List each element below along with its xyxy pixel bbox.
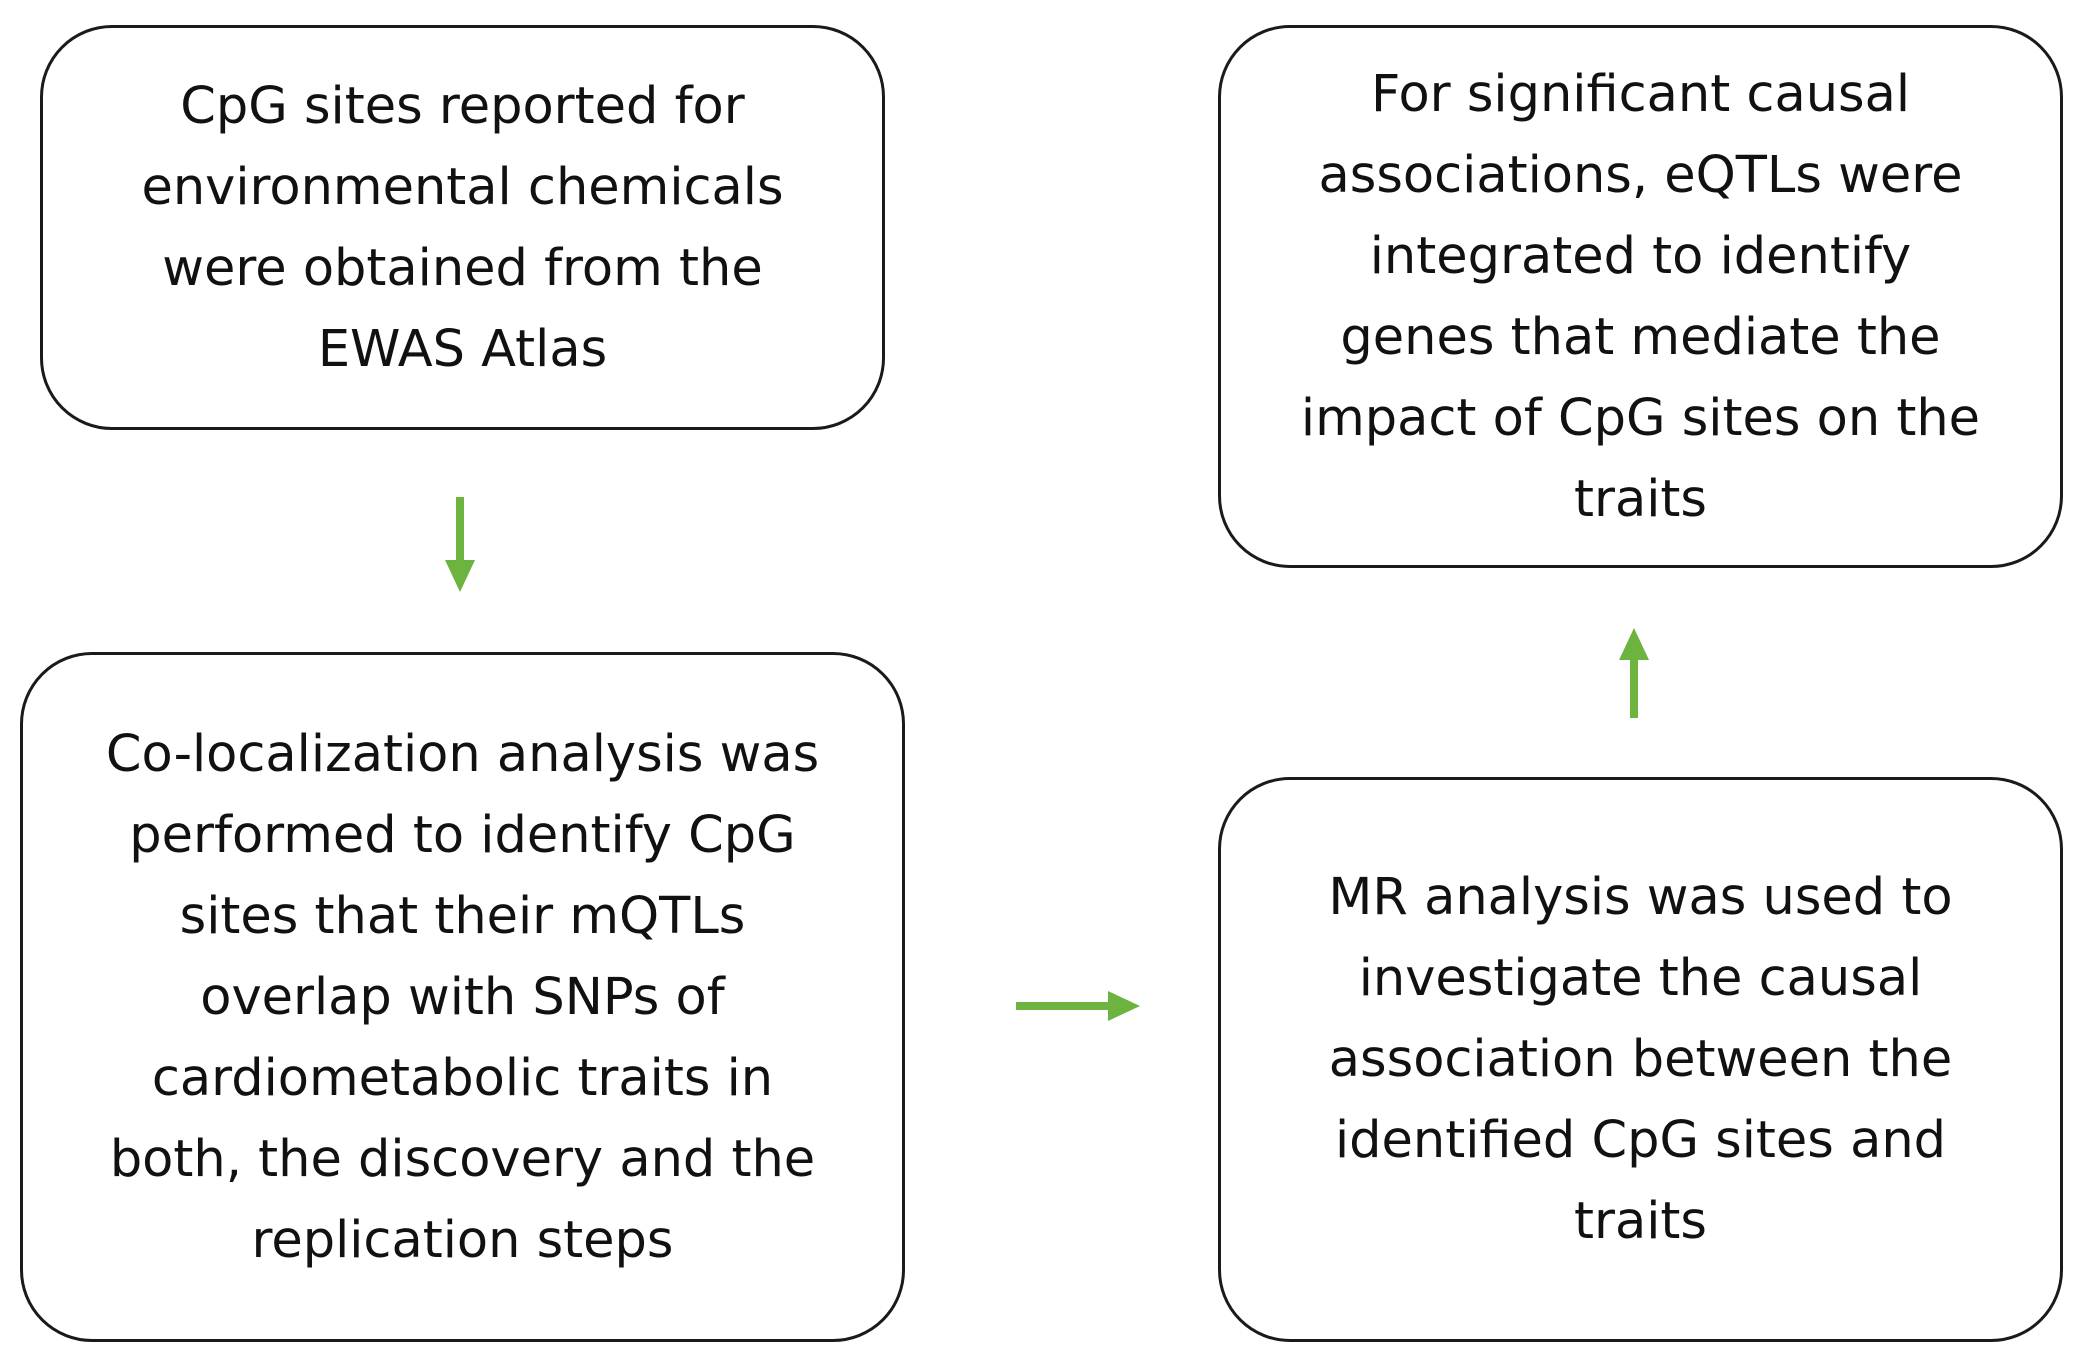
step-text-ewas-atlas: CpG sites reported for environmental che… — [141, 76, 784, 379]
arrow-up-icon — [1619, 628, 1649, 718]
step-text-mr-analysis: MR analysis was used to investigate the … — [1328, 868, 1953, 1251]
step-box-mr-analysis: MR analysis was used to investigate the … — [1218, 777, 2063, 1342]
arrow-down-icon — [445, 497, 475, 592]
step-box-colocalization: Co-localization analysis was performed t… — [20, 652, 905, 1342]
step-text-colocalization: Co-localization analysis was performed t… — [105, 724, 820, 1270]
step-box-ewas-atlas: CpG sites reported for environmental che… — [40, 25, 885, 430]
arrow-right-icon — [1016, 991, 1140, 1021]
step-text-eqtl-integration: For significant causal associations, eQT… — [1300, 64, 1981, 529]
step-box-eqtl-integration: For significant causal associations, eQT… — [1218, 25, 2063, 568]
